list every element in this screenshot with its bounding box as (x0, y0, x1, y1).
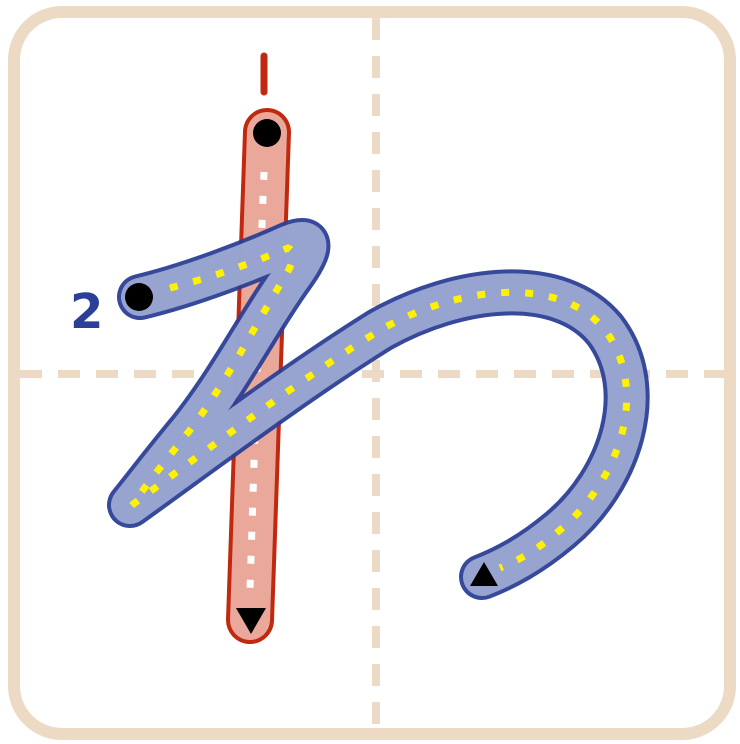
stroke-1-start-dot (253, 119, 281, 147)
stroke-2-start-dot (125, 283, 153, 311)
stroke-2-end-arrow-up (470, 562, 498, 586)
stroke-2-number-label: 2 (70, 284, 103, 340)
stroke-2-fill (111, 222, 646, 596)
stroke-2 (107, 218, 650, 600)
stroke-1-end-arrow-down (236, 608, 266, 634)
stroke-2-guide-dots (129, 244, 631, 572)
